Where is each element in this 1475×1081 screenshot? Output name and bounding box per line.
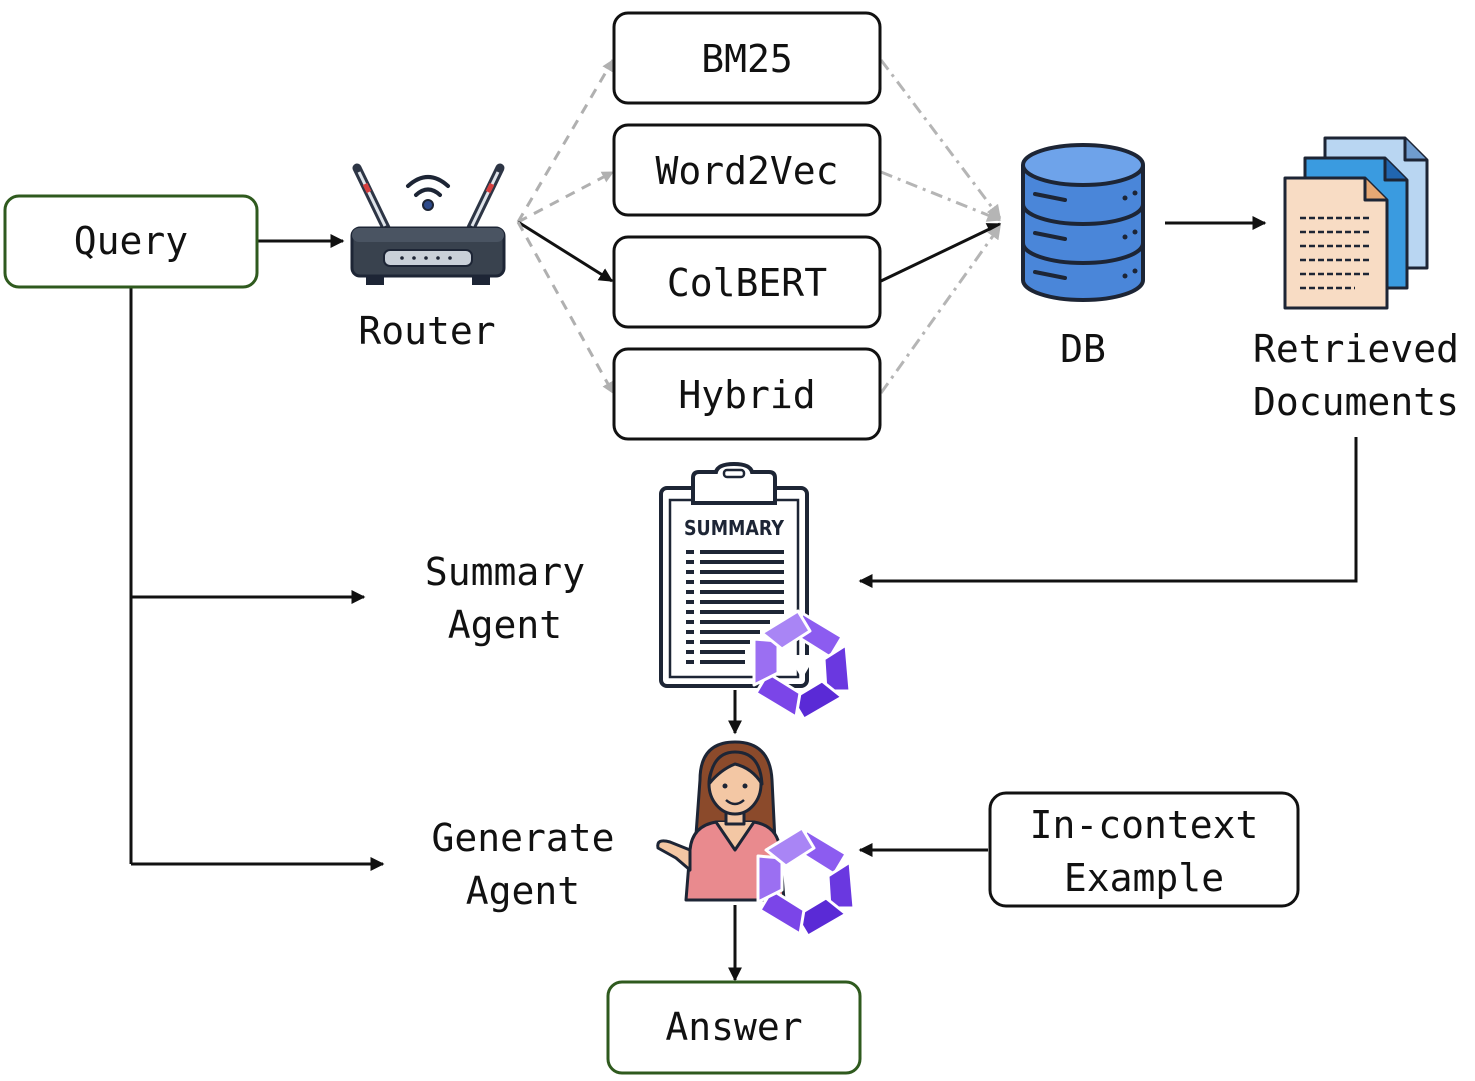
clipboard-title: SUMMARY <box>684 516 784 540</box>
database-icon <box>1021 143 1145 302</box>
summary-agent-label-line1: Summary <box>425 550 585 594</box>
bm25-node: BM25 <box>612 11 882 105</box>
generate-agent-label-line1: Generate <box>431 816 614 860</box>
db-label: DB <box>1060 327 1106 371</box>
edge-router-hybrid <box>516 221 615 395</box>
answer-label: Answer <box>665 1005 802 1049</box>
edge-router-bm25 <box>516 58 615 223</box>
clipboard-icon: SUMMARY <box>659 461 809 688</box>
agent-logo-icon <box>752 609 852 721</box>
edge-hybrid-db <box>879 224 1002 394</box>
edge-router-colbert <box>517 220 614 283</box>
retrieved-documents-label-line2: Documents <box>1253 380 1459 424</box>
word2vec-node: Word2Vec <box>612 123 882 217</box>
retrieved-documents-label-line1: Retrieved <box>1253 327 1459 371</box>
agent-logo-icon <box>756 826 856 938</box>
woman-icon <box>656 740 786 902</box>
query-label: Query <box>74 219 188 263</box>
router-icon <box>350 163 506 285</box>
colbert-node: ColBERT <box>612 235 882 329</box>
answer-node: Answer <box>606 980 862 1075</box>
bm25-label: BM25 <box>701 37 793 81</box>
hybrid-label: Hybrid <box>678 373 815 417</box>
edge-bm25-db <box>879 59 1002 220</box>
edge-word2vec-db <box>880 170 1002 222</box>
edge-router-word2vec <box>517 170 615 224</box>
in-context-example-node: In-context Example <box>988 791 1300 908</box>
documents-icon <box>1283 136 1429 310</box>
edges <box>129 58 1358 982</box>
generate-agent-label-line2: Agent <box>466 869 580 913</box>
colbert-label: ColBERT <box>667 261 827 305</box>
edge-docs-summary <box>858 437 1358 588</box>
word2vec-label: Word2Vec <box>655 149 838 193</box>
in-context-label-line1: In-context <box>1030 803 1259 847</box>
hybrid-node: Hybrid <box>612 347 882 441</box>
router-label: Router <box>358 309 495 353</box>
summary-agent-label-line2: Agent <box>448 603 562 647</box>
in-context-label-line2: Example <box>1064 856 1224 900</box>
query-node: Query <box>3 194 259 289</box>
edge-colbert-db <box>880 222 1002 283</box>
